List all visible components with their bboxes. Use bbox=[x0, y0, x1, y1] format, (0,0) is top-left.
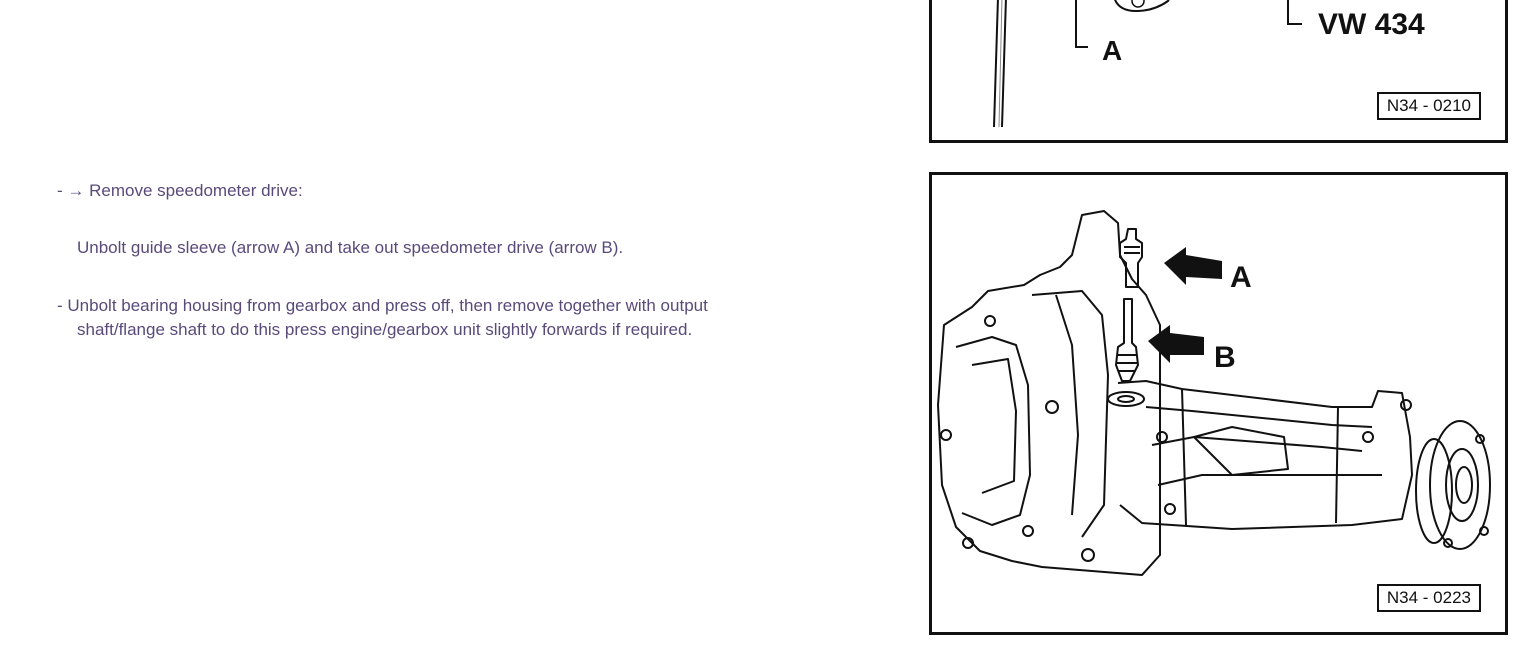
step-text: Remove speedometer drive: bbox=[89, 181, 303, 200]
figure-n34-0210: A VW 434 N34 - 0210 bbox=[929, 0, 1508, 143]
step-text-line1: Unbolt bearing housing from gearbox and … bbox=[67, 296, 708, 315]
figure-1-tag: N34 - 0210 bbox=[1376, 92, 1481, 120]
step-remove-speedometer: - → Remove speedometer drive: bbox=[57, 179, 303, 203]
step-bullet-arrow: - → bbox=[57, 181, 85, 200]
step-unbolt-bearing-housing: - Unbolt bearing housing from gearbox an… bbox=[57, 294, 857, 342]
figure-2-label-a: A bbox=[1230, 261, 1252, 294]
step-bullet: - bbox=[57, 296, 63, 315]
figure-n34-0223: A B N34 - 0223 bbox=[929, 172, 1508, 635]
arrow-b-icon bbox=[1148, 325, 1204, 363]
figure-1-label-a: A bbox=[1102, 35, 1123, 66]
instructions-column: - → Remove speedometer drive: Unbolt gui… bbox=[57, 179, 857, 342]
step-text-line2: shaft/flange shaft to do this press engi… bbox=[77, 320, 693, 339]
figure-2-label-b: B bbox=[1214, 341, 1236, 374]
figure-1-drawing bbox=[993, 0, 1302, 128]
figure-1-label-tool: VW 434 bbox=[1318, 8, 1425, 41]
step-note-unbolt-guide: Unbolt guide sleeve (arrow A) and take o… bbox=[77, 238, 624, 257]
figure-2-tag: N34 - 0223 bbox=[1376, 584, 1481, 612]
arrow-a-icon bbox=[1164, 247, 1222, 285]
gearbox-drawing bbox=[937, 210, 1491, 576]
